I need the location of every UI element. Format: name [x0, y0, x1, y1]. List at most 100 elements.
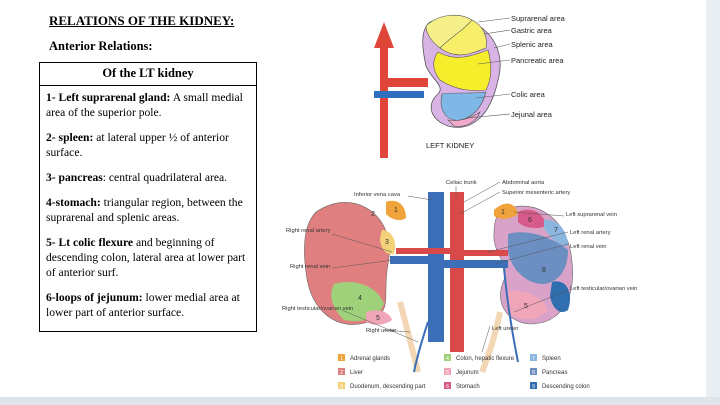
label-colic-area: Colic area [511, 90, 546, 99]
renal-vein-shape [374, 91, 424, 98]
legend-label: Adrenal glands [350, 356, 390, 362]
item-term: 6-loops of jejunum: [46, 291, 143, 304]
aorta-shape [380, 48, 388, 158]
legend-label: Liver [350, 370, 363, 376]
legend-swatch [444, 354, 451, 361]
legend-number: 1 [340, 356, 343, 362]
legend-swatch [444, 368, 451, 375]
label-right-renal-vein: Right renal vein [290, 264, 330, 270]
slide-bottom-bar [0, 397, 720, 405]
list-item: 5- Lt colic flexure and beginning of des… [46, 235, 252, 280]
legend-swatch [530, 354, 537, 361]
label-celiac-trunk: Celiac trunk [446, 180, 477, 186]
caption-left-kidney: LEFT KIDNEY [426, 141, 474, 150]
item-desc: at lateral upper ½ of anterior surface. [46, 131, 229, 159]
item-desc: lower medial area at lower part of anter… [46, 291, 240, 319]
legend-label: Spleen [542, 356, 561, 362]
legend-label: Descending colon [542, 384, 590, 390]
right-ureter-shape [397, 301, 421, 373]
slide-subtitle: Anterior Relations: [49, 39, 153, 53]
legend: 1 Adrenal glands 2 Liver 3 Duodenum, des… [338, 354, 590, 390]
label-pancreatic-area: Pancreatic area [511, 56, 564, 65]
label-jejunal-area: Jejunal area [511, 110, 553, 119]
legend-swatch [338, 382, 345, 389]
label-ivc: Inferior vena cava [354, 192, 401, 198]
renal-vessel-shape [384, 78, 428, 87]
table-header: Of the LT kidney [40, 63, 256, 86]
item-term: 3- pancreas [46, 171, 103, 184]
right-adrenal-shape [386, 200, 406, 221]
slide-title: RELATIONS OF THE KIDNEY: [49, 13, 235, 28]
slide-right-edge [706, 0, 720, 405]
label-right-testicular-vein: Right testicular/ovarian vein [282, 306, 353, 312]
item-desc: triangular region, between the suprarena… [46, 196, 243, 224]
right-renal-artery-shape [396, 248, 450, 254]
legend-number: 5 [446, 370, 449, 376]
legend-number: 7 [532, 356, 535, 362]
number-label: 5 [524, 303, 528, 310]
jejunal-area-shape [447, 111, 481, 127]
number-label: 3 [385, 239, 389, 246]
ivc-shape [428, 192, 444, 342]
number-label: 1 [394, 207, 398, 214]
number-label: 8 [542, 267, 546, 274]
legend-swatch [530, 382, 537, 389]
left-jejunum-shape [508, 290, 548, 320]
right-renal-vein-shape [390, 256, 430, 264]
number-label: 1 [501, 209, 505, 216]
number-label: 6 [528, 217, 532, 224]
label-left-renal-vein: Left renal vein [570, 244, 606, 250]
region-numbers: 2 1 3 4 5 1 6 7 8 5 [358, 207, 558, 322]
legend-number: 6 [446, 384, 449, 390]
duodenum-shape [380, 230, 396, 255]
label-left-renal-artery: Left renal artery [570, 230, 611, 236]
label-abdominal-aorta: Abdominal aorta [502, 180, 545, 186]
list-item: 1- Left suprarenal gland: A small medial… [46, 90, 252, 120]
item-term: 2- spleen: [46, 131, 94, 144]
label-gastric-area: Gastric area [511, 26, 553, 35]
legend-label: Jejunum [456, 370, 479, 376]
spleen-shape [544, 219, 568, 246]
number-label: 7 [554, 227, 558, 234]
legend-label: Stomach [456, 384, 480, 390]
pancreas-shape [508, 232, 568, 284]
item-term: 5- Lt colic flexure [46, 236, 134, 249]
aorta-shape [450, 192, 464, 352]
left-testicular-shape [503, 267, 519, 363]
item-desc: : central quadrilateral area. [102, 171, 228, 184]
colic-area-shape [440, 91, 487, 121]
number-label: 4 [358, 295, 362, 302]
table-body: 1- Left suprarenal gland: A small medial… [40, 86, 256, 320]
legend-swatch [338, 354, 345, 361]
item-desc: and beginning of descending colon, later… [46, 236, 246, 279]
number-label: 2 [371, 211, 375, 218]
relations-table: Of the LT kidney 1- Left suprarenal glan… [39, 62, 257, 332]
descending-colon-shape [550, 281, 571, 313]
list-item: 4-stomach: triangular region, between th… [46, 195, 252, 225]
label-suprarenal-area: Suprarenal area [511, 14, 566, 23]
label-left-testicular-vein: Left testicular/ovarian vein [570, 286, 637, 292]
gastric-area-shape [439, 19, 487, 56]
left-adrenal-shape [494, 203, 518, 219]
label-left-suprarenal-vein: Left suprarenal vein [566, 212, 617, 218]
legend-swatch [338, 368, 345, 375]
legend-swatch [444, 382, 451, 389]
legend-label: Pancreas [542, 370, 567, 376]
label-right-renal-artery: Right renal artery [286, 228, 331, 234]
label-sma: Superior mesenteric artery [502, 190, 570, 196]
label-splenic-area: Splenic area [511, 40, 554, 49]
left-renal-vein-shape [444, 260, 508, 268]
item-term: 4-stomach: [46, 196, 101, 209]
label-left-ureter: Left ureter [492, 326, 518, 332]
legend-number: 8 [532, 370, 535, 376]
vessel-top-shape [374, 22, 394, 48]
left-ureter-shape [479, 311, 503, 374]
right-jejunum-shape [366, 310, 392, 325]
list-item: 3- pancreas: central quadrilateral area. [46, 170, 252, 185]
left-renal-artery-shape [464, 250, 508, 256]
legend-number: 2 [340, 370, 343, 376]
kidneys-relations-figure: 2 1 3 4 5 1 6 7 8 5 [282, 180, 637, 390]
item-desc: A small medial area of the superior pole… [46, 91, 243, 119]
list-item: 6-loops of jejunum: lower medial area at… [46, 290, 252, 320]
